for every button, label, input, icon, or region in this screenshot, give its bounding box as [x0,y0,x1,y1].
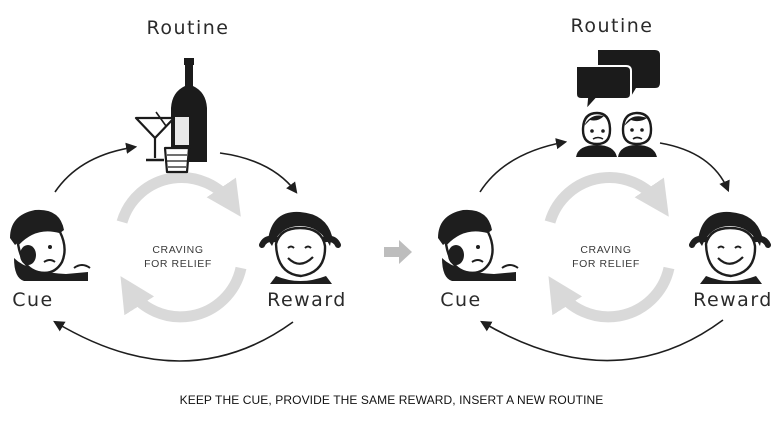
cue-label: Cue [440,289,482,311]
reward-to-cue-arrow [53,320,294,362]
routine-to-reward-arrow [219,152,298,194]
habit-loop-old: CRAVING FOR RELIEF Routine Cue Reward [10,17,347,362]
routine-to-reward-arrow [659,142,730,193]
reward-label: Reward [693,289,773,311]
cue-to-routine-arrow [479,138,568,193]
two-people-talking-icon [575,50,660,157]
craving-cycle-ring [544,172,675,323]
bottle-and-glasses-icon [134,58,207,174]
reward-to-cue-arrow [480,319,724,362]
reward-label: Reward [267,289,347,311]
cue-to-routine-arrow [54,142,138,193]
worried-person-icon [10,209,91,281]
routine-label: Routine [147,17,230,39]
habit-loop-new: CRAVING FOR RELIEF Routine Cue Reward [438,15,773,362]
craving-line-1: CRAVING [152,244,203,256]
right-arrow-icon [384,240,412,264]
craving-line-2: FOR RELIEF [572,258,640,270]
cue-label: Cue [12,289,54,311]
relaxed-person-icon [689,211,771,284]
relaxed-person-icon [259,211,341,284]
craving-cycle-ring [116,172,247,323]
worried-person-icon [438,209,519,281]
craving-line-2: FOR RELIEF [144,258,212,270]
routine-label: Routine [571,15,654,37]
craving-line-1: CRAVING [580,244,631,256]
diagram-caption: KEEP THE CUE, PROVIDE THE SAME REWARD, I… [179,393,604,407]
